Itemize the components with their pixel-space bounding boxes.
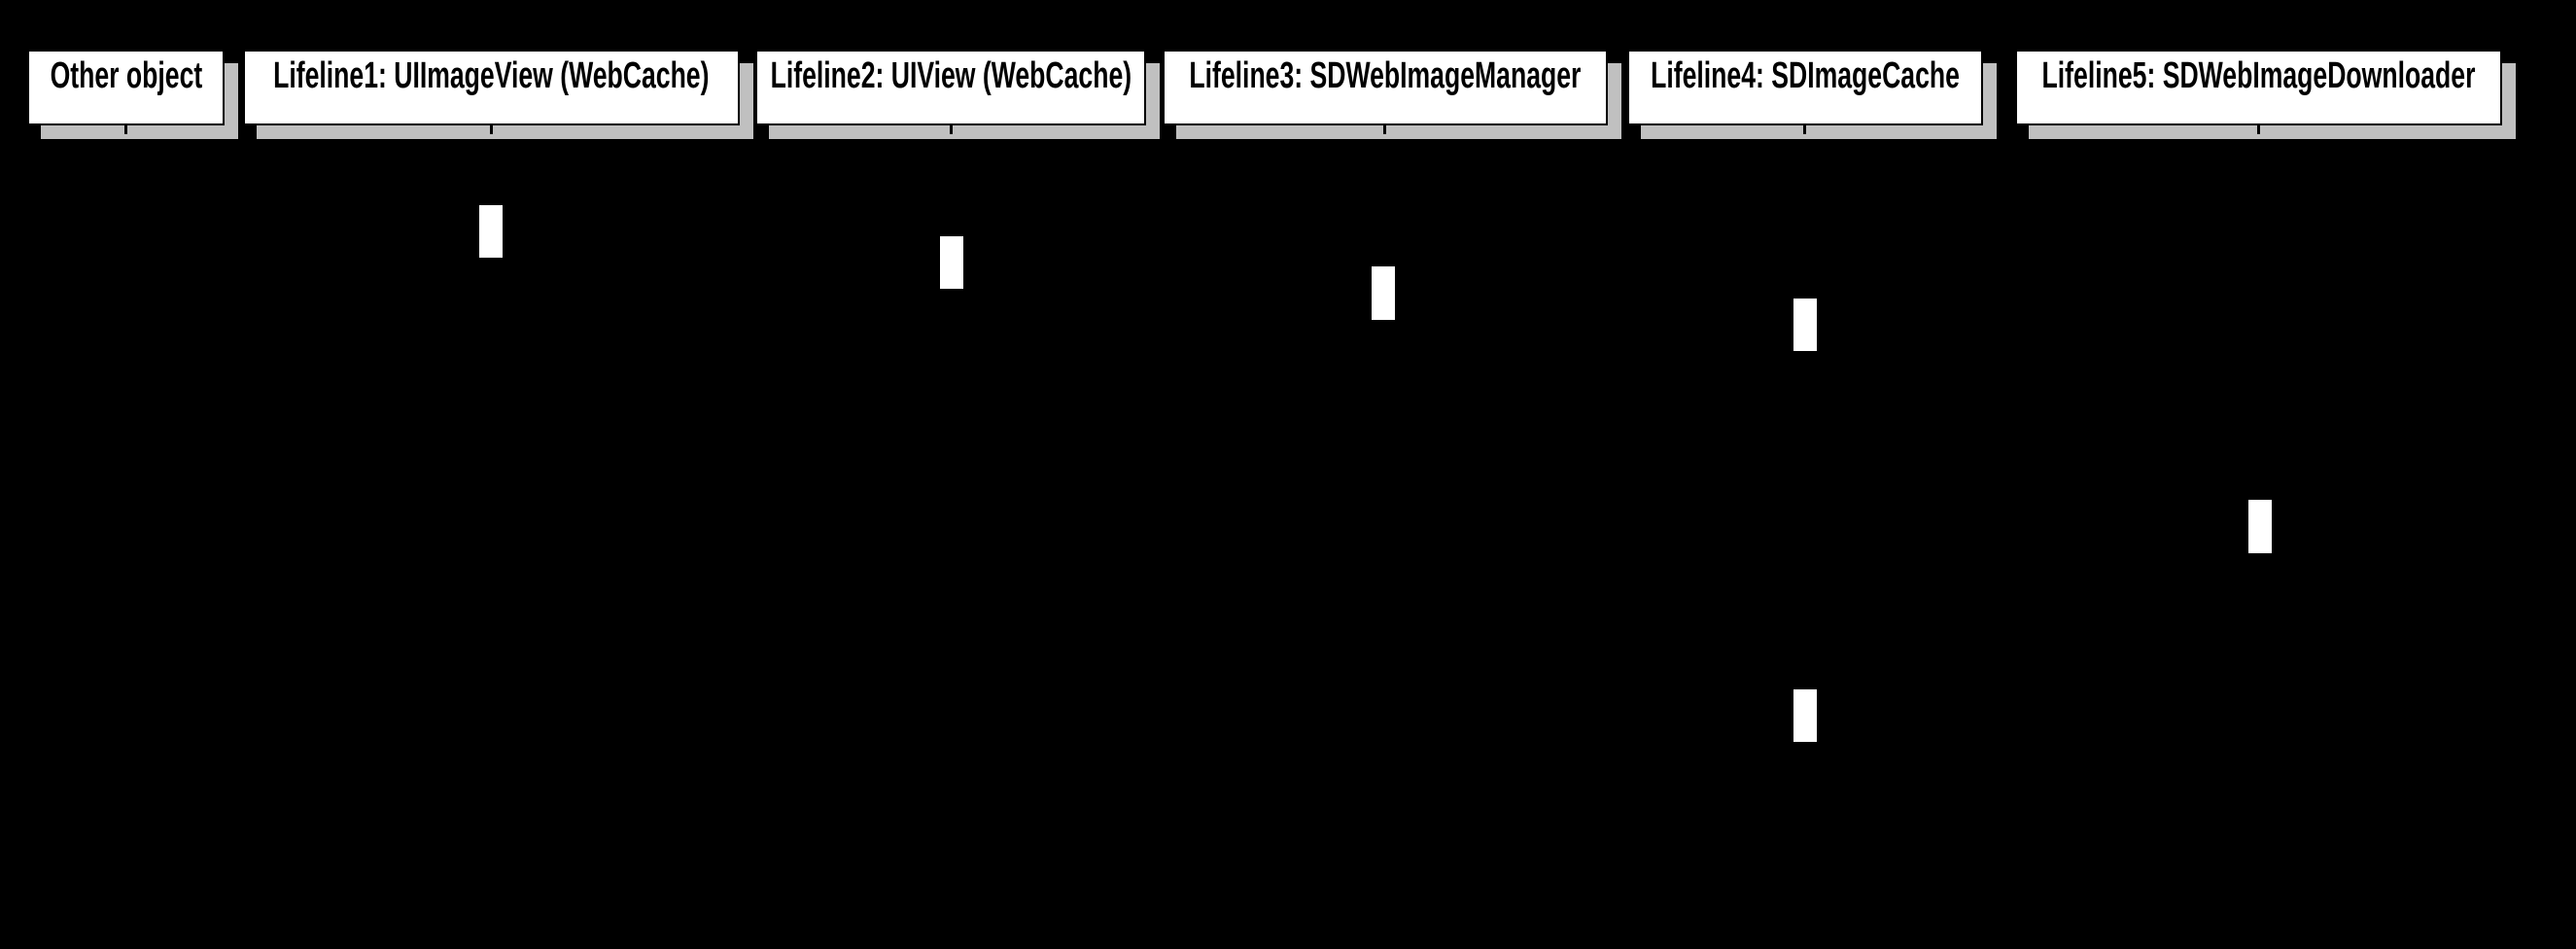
lifeline-head-lifeline5: Lifeline5: SDWebImageDownloader	[2015, 50, 2502, 125]
lifeline-dash	[2257, 125, 2260, 134]
lifeline-label: Lifeline3: SDWebImageManager	[1189, 55, 1582, 96]
lifeline-dash	[950, 125, 953, 134]
lifeline-label: Lifeline4: SDImageCache	[1651, 55, 1960, 96]
lifeline-dash	[490, 125, 493, 134]
lifeline-dash	[1383, 125, 1386, 134]
lifeline-dash	[124, 125, 127, 134]
lifeline-dash	[1803, 125, 1806, 134]
lifeline-head-lifeline1: Lifeline1: UIImageView (WebCache)	[243, 50, 740, 125]
lifeline-label: Other object	[50, 55, 202, 96]
lifeline-label: Lifeline5: SDWebImageDownloader	[2041, 55, 2476, 96]
lifeline-label: Lifeline2: UIView (WebCache)	[770, 55, 1131, 96]
activation-bar-lifeline4	[1793, 299, 1817, 351]
activation-bar-lifeline4-second	[1793, 689, 1817, 742]
activation-bar-lifeline2	[940, 236, 963, 289]
lifeline-head-lifeline4: Lifeline4: SDImageCache	[1627, 50, 1983, 125]
activation-bar-lifeline1	[479, 205, 503, 258]
activation-bar-lifeline5	[2248, 500, 2272, 553]
lifeline-head-lifeline3: Lifeline3: SDWebImageManager	[1163, 50, 1608, 125]
lifeline-head-other-object: Other object	[27, 50, 225, 125]
lifeline-label: Lifeline1: UIImageView (WebCache)	[273, 55, 710, 96]
lifeline-head-lifeline2: Lifeline2: UIView (WebCache)	[755, 50, 1146, 125]
activation-bar-lifeline3	[1372, 266, 1395, 320]
